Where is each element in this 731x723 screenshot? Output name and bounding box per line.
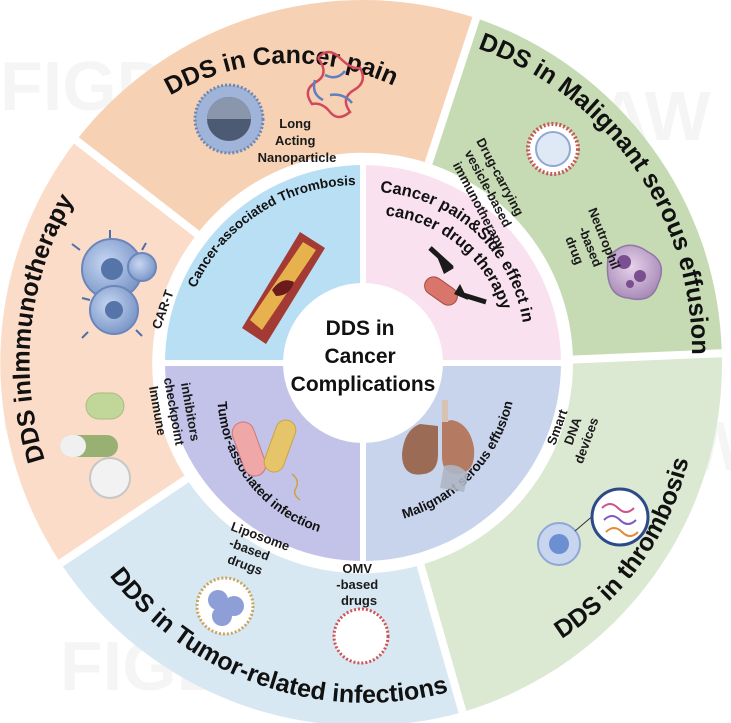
vesicle-icon bbox=[526, 122, 580, 176]
center-circle bbox=[283, 283, 443, 443]
neutrophil-icon bbox=[606, 244, 663, 301]
sector-immunotherapy bbox=[0, 140, 198, 564]
nanoparticle-icon bbox=[193, 83, 265, 155]
blood-clot-vessel-icon bbox=[242, 232, 325, 344]
dna-device-icon bbox=[590, 487, 650, 547]
lungs-icon bbox=[402, 400, 475, 492]
outer-dividers bbox=[58, 16, 722, 714]
sector-cancer-pain bbox=[76, 0, 477, 235]
pill-capsules-icon bbox=[60, 392, 131, 499]
omv-icon bbox=[332, 607, 390, 665]
long-acting-nanoparticle-label: Long Acting Nanoparticle bbox=[258, 116, 337, 165]
car-t-cells-icon bbox=[71, 230, 157, 339]
bacteria-icon bbox=[231, 419, 301, 501]
polymer-network-icon bbox=[306, 50, 365, 119]
liposome-icon bbox=[195, 576, 255, 636]
pain-arrows-icon bbox=[424, 246, 487, 306]
center-title: DDS in Cancer Complications bbox=[291, 317, 436, 396]
omv-drugs-label: OMV -based drugs bbox=[336, 561, 382, 608]
